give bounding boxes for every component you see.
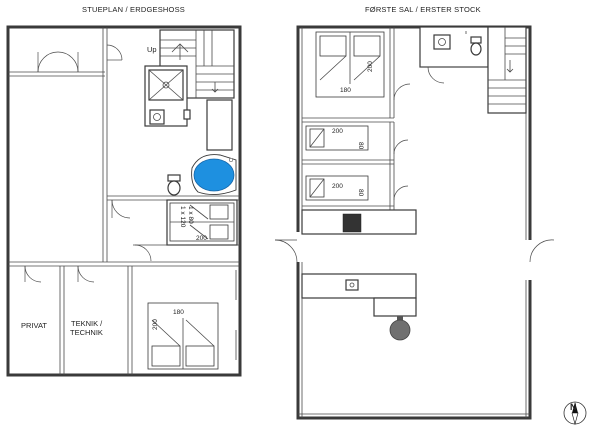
bunk-label-2: 1 x 120 <box>179 206 186 228</box>
ground-floor-plan: Up 1 x 80 1 x 120 200 <box>6 25 242 377</box>
first-mid-bed-width: 80 <box>357 142 364 150</box>
first-bed-length: 200 <box>367 61 374 72</box>
ground-cabinet <box>206 99 233 151</box>
stair-up-label: Up <box>147 45 157 54</box>
first-low-bed-width: 80 <box>357 189 364 197</box>
ground-bed-length: 200 <box>152 319 159 330</box>
privat-label: PRIVAT <box>21 321 47 330</box>
first-stair <box>487 26 527 114</box>
ground-floor-title: STUEPLAN / ERDGESHOSS <box>82 5 185 14</box>
ground-outer-wall <box>6 25 242 377</box>
ground-toilet <box>167 180 181 196</box>
first-bed-width: 180 <box>340 87 351 94</box>
hob <box>342 213 362 233</box>
bathtub <box>193 158 235 192</box>
kitchen-island <box>301 273 417 299</box>
first-toilet <box>470 42 482 56</box>
bunk-label-1: 1 x 80 <box>187 206 194 224</box>
first-floor-plan: 180 200 200 80 200 80 <box>274 25 555 420</box>
bunk-length-label: 200 <box>196 235 207 242</box>
first-mid-bed-length: 200 <box>332 128 343 135</box>
compass-north-label: N <box>570 402 577 412</box>
first-low-bed-length: 200 <box>332 183 343 190</box>
ground-bed-width: 180 <box>173 309 184 316</box>
teknik-label-1: TEKNIK / <box>71 319 103 328</box>
first-floor-title: FØRSTE SAL / ERSTER STOCK <box>365 5 481 14</box>
kitchen-sink <box>345 279 359 291</box>
teknik-label-2: TECHNIK <box>70 328 103 337</box>
compass: N <box>563 401 587 426</box>
wood-stove <box>389 319 411 341</box>
ground-sink <box>149 109 165 125</box>
